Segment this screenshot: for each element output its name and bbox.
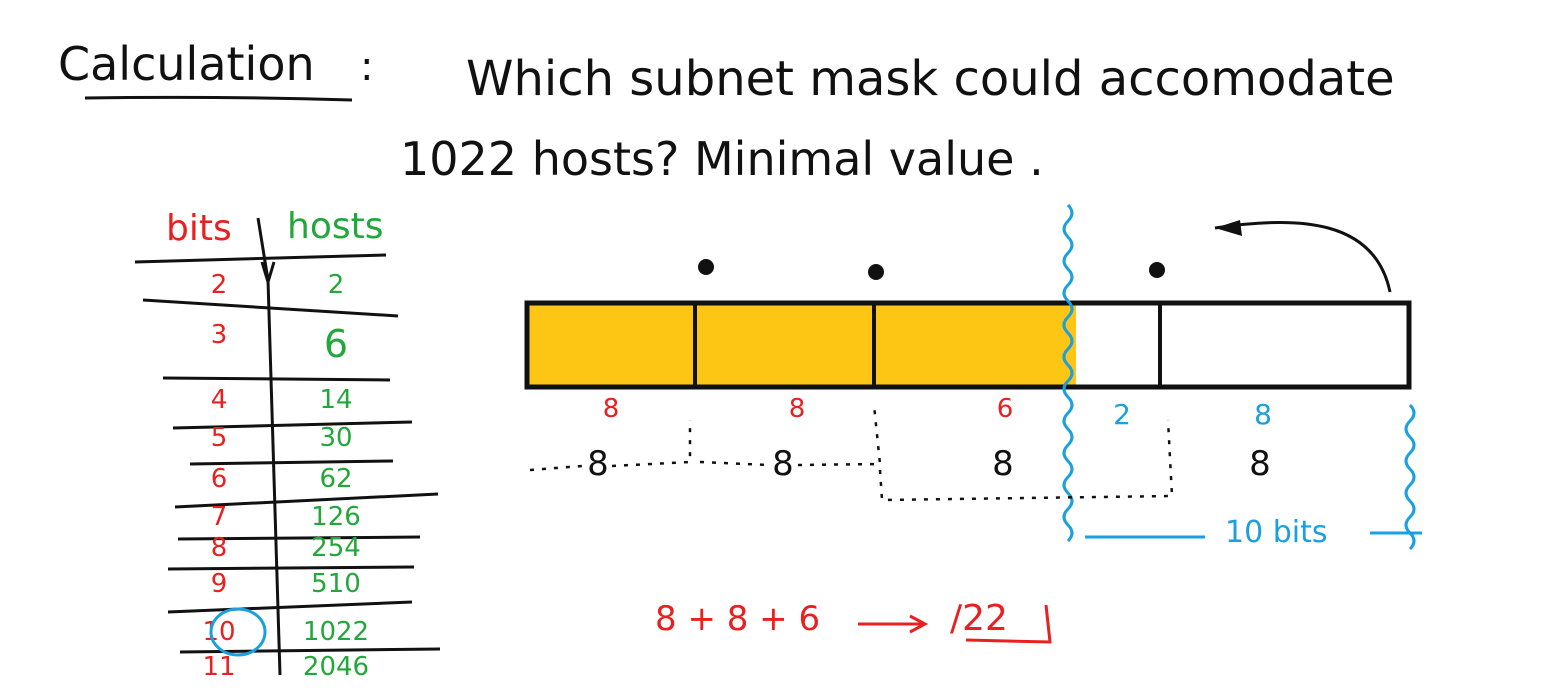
question-line-2: 1022 hosts? Minimal value .: [400, 132, 1044, 186]
heading-label: Calculation: [58, 37, 315, 91]
table-cell-hosts: 2046: [303, 652, 369, 682]
table-cell-hosts: 14: [319, 385, 352, 415]
network-bits-label: 8: [603, 394, 620, 424]
bar-outline: [524, 300, 1412, 390]
table-cell-hosts: 254: [311, 533, 361, 563]
octet-label: 8: [1249, 444, 1271, 484]
table-cell-bits: 11: [202, 652, 235, 682]
table-cell-bits: 3: [211, 320, 228, 350]
octet-label: 8: [587, 444, 609, 484]
table-cell-bits: 9: [211, 569, 228, 599]
hosts-header: hosts: [287, 206, 383, 247]
table-cell-hosts: 30: [319, 423, 352, 453]
table-cell-bits: 6: [211, 464, 228, 494]
table-cell-bits: 5: [211, 423, 228, 453]
host-bits-total-label: 10 bits: [1225, 515, 1327, 550]
table-cell-hosts: 1022: [303, 617, 369, 647]
table-cell-bits: 7: [211, 502, 228, 532]
host-portion: [1076, 303, 1409, 387]
table-cell-hosts: 62: [319, 464, 352, 494]
formula: 8 + 8 + 6 /22: [655, 598, 1052, 644]
heading-underline: [84, 95, 353, 102]
table-cell-bits: 4: [211, 385, 228, 415]
octet-brackets: [529, 404, 1174, 502]
table-cell-hosts: 510: [311, 569, 361, 599]
network-portion: [527, 303, 1076, 387]
bits-hosts-table: bits hosts 2 2 3 6 4 14 5 30 6 62 7 126 8 254 9 510 10 10…: [134, 206, 441, 682]
octet-label: 8: [992, 444, 1014, 484]
octet-dots: [698, 259, 1165, 280]
mask-boundary: [1062, 203, 1422, 551]
address-bar: [524, 300, 1412, 390]
bar-labels: 8 8 6 2 8 8 8 8 8 10 bits: [587, 394, 1327, 550]
host-bits-label: 8: [1254, 398, 1272, 431]
octet-label: 8: [772, 444, 794, 484]
network-bits-label: 6: [997, 394, 1014, 424]
host-bits-label: 2: [1113, 398, 1131, 431]
network-bits-label: 8: [789, 394, 806, 424]
table-cells: 2 2 3 6 4 14 5 30 6 62 7 126 8 254 9 510 10 1022 11 2046: [202, 270, 369, 682]
table-cell-hosts: 126: [311, 502, 361, 532]
heading: Calculation : Which subnet mask could ac…: [58, 37, 1395, 186]
end-wavy-line: [1404, 403, 1416, 551]
table-cell-bits: 8: [211, 533, 228, 563]
highlight-circle: [209, 607, 267, 657]
table-cell-bits: 2: [211, 270, 228, 300]
heading-colon: :: [360, 44, 373, 90]
table-divider-arrow: [260, 261, 276, 288]
boundary-wavy-line: [1062, 203, 1074, 543]
formula-result: /22: [950, 598, 1008, 639]
table-row-lines: [134, 253, 441, 654]
table-cell-bits: 10: [202, 617, 235, 647]
shift-arrow: [1214, 220, 1392, 293]
table-cell-hosts: 2: [328, 270, 345, 300]
bits-header: bits: [166, 208, 232, 249]
question-line-1: Which subnet mask could accomodate: [466, 51, 1395, 107]
formula-sum: 8 + 8 + 6: [655, 599, 820, 639]
table-cell-hosts: 6: [324, 322, 348, 366]
